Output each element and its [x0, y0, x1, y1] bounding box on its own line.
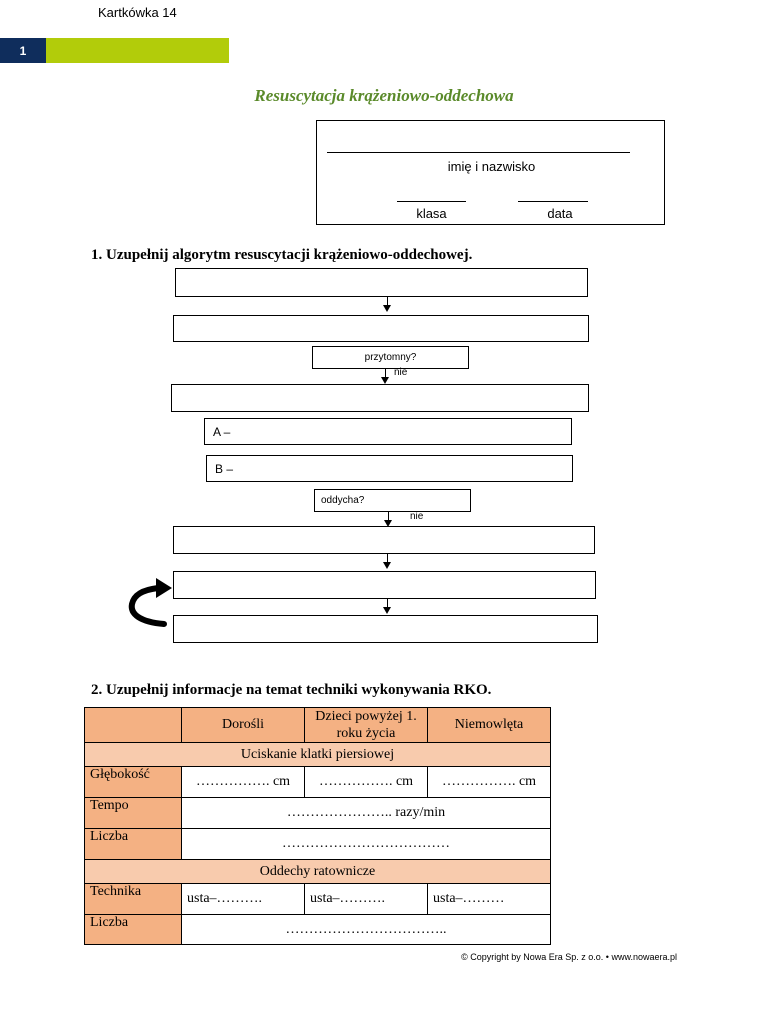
table-header-row: Dorośli Dzieci powyżej 1. roku życia Nie… — [84, 707, 551, 743]
page-number-badge: 1 — [0, 38, 46, 63]
table-row: Liczba ……………………………… — [84, 828, 551, 860]
cell-count[interactable]: ……………………………… — [181, 828, 551, 860]
cell-technique-adults[interactable]: usta–………. — [181, 883, 305, 915]
table-row: Głębokość ……………. cm ……………. cm ……………. cm — [84, 766, 551, 798]
cell-depth-adults[interactable]: ……………. cm — [181, 766, 305, 798]
flow-connector — [387, 554, 388, 562]
header-accent-bar — [46, 38, 229, 63]
column-children: Dzieci powyżej 1. roku życia — [304, 707, 428, 743]
page-title: Resuscytacja krążeniowo-oddechowa — [254, 86, 514, 105]
row-label-technique: Technika — [84, 883, 182, 915]
task1-heading: 1. Uzupełnij algorytm resuscytacji krąże… — [91, 247, 473, 263]
name-line[interactable] — [327, 152, 630, 153]
table-row: Technika usta–………. usta–………. usta–……… — [84, 883, 551, 915]
class-line[interactable] — [397, 201, 466, 202]
date-line[interactable] — [518, 201, 588, 202]
flow-connector — [385, 369, 386, 377]
question-breathing: oddycha? — [314, 489, 471, 512]
rko-table: Dorośli Dzieci powyżej 1. roku życia Nie… — [84, 707, 551, 945]
row-label-tempo: Tempo — [84, 797, 182, 829]
student-info-box: imię i nazwisko klasa data — [316, 120, 665, 225]
arrow-down-icon — [383, 607, 391, 614]
cell-technique-infants[interactable]: usta–……… — [427, 883, 551, 915]
step-a-label: A – — [213, 424, 231, 439]
cell-tempo[interactable]: ………………….. razy/min — [181, 797, 551, 829]
cell-depth-children[interactable]: ……………. cm — [304, 766, 428, 798]
class-label: klasa — [416, 206, 447, 221]
step-b-label: B – — [215, 461, 234, 476]
column-adults: Dorośli — [181, 707, 305, 743]
table-row: Tempo ………………….. razy/min — [84, 797, 551, 829]
flow-step-a[interactable]: A – — [204, 418, 572, 445]
cell-depth-infants[interactable]: ……………. cm — [427, 766, 551, 798]
question-conscious: przytomny? — [312, 346, 469, 369]
table-header-empty — [84, 707, 182, 743]
date-label: data — [547, 206, 573, 221]
loop-arrow-icon — [128, 578, 172, 627]
name-label: imię i nazwisko — [447, 159, 536, 174]
flow-connector — [388, 512, 389, 520]
task2-heading: 2. Uzupełnij informacje na temat technik… — [91, 682, 492, 698]
arrow-down-icon — [383, 305, 391, 312]
section-rescue-breaths: Oddechy ratownicze — [84, 859, 551, 884]
cell-technique-children[interactable]: usta–………. — [304, 883, 428, 915]
flow-step-5[interactable] — [173, 571, 596, 599]
worksheet-label: Kartkówka 14 — [98, 5, 177, 20]
answer-no-1: nie — [394, 367, 408, 378]
arrow-down-icon — [384, 520, 392, 527]
flow-step-1[interactable] — [175, 268, 588, 297]
table-row: Liczba …………………………….. — [84, 914, 551, 945]
arrow-down-icon — [383, 562, 391, 569]
row-label-depth: Głębokość — [84, 766, 182, 798]
flow-step-2[interactable] — [173, 315, 589, 342]
copyright-footer: © Copyright by Nowa Era Sp. z o.o. • www… — [461, 952, 677, 962]
row-label-breath-count: Liczba — [84, 914, 182, 945]
flow-connector — [387, 599, 388, 607]
column-infants: Niemowlęta — [427, 707, 551, 743]
flow-step-3[interactable] — [171, 384, 589, 412]
cell-breath-count[interactable]: …………………………….. — [181, 914, 551, 945]
answer-no-2: nie — [410, 511, 424, 522]
arrow-down-icon — [381, 377, 389, 384]
row-label-count: Liczba — [84, 828, 182, 860]
flow-step-b[interactable]: B – — [206, 455, 573, 482]
flow-step-6[interactable] — [173, 615, 598, 643]
section-chest-compressions: Uciskanie klatki piersiowej — [84, 742, 551, 767]
flow-step-4[interactable] — [173, 526, 595, 554]
flow-connector — [387, 297, 388, 305]
